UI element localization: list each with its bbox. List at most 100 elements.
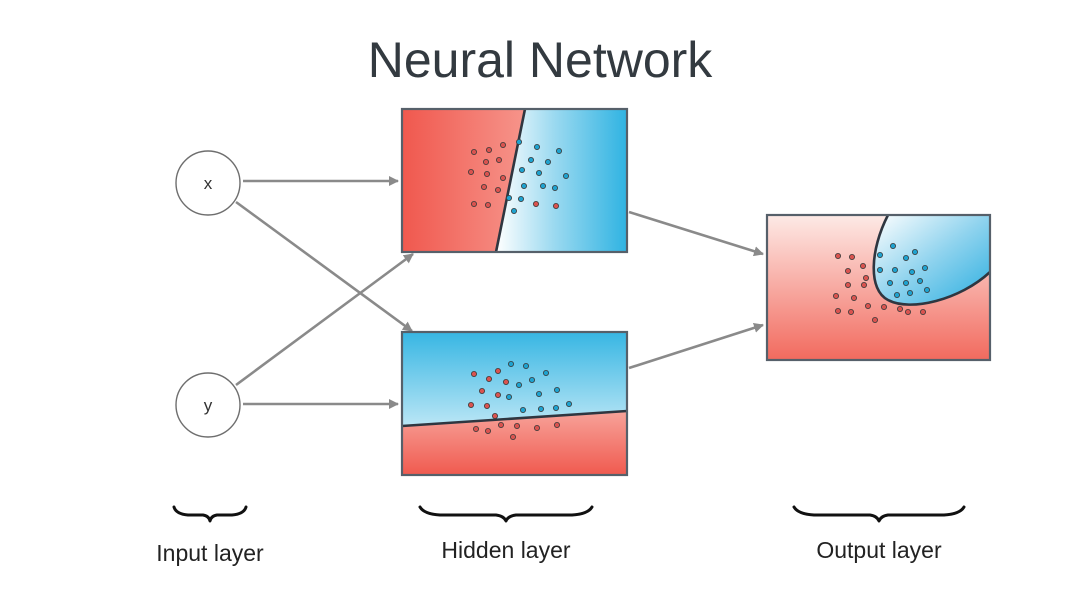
red-point [514,422,521,429]
red-point [467,168,474,175]
blue-point [903,279,910,286]
red-point [483,170,490,177]
node-circle [175,372,241,438]
red-point [495,156,502,163]
red-point [865,302,872,309]
red-point [845,267,852,274]
red-point [467,401,474,408]
red-point [905,308,912,315]
red-point [835,307,842,314]
blue-point [877,266,884,273]
output-layer-label: Output layer [816,537,942,563]
blue-point [521,182,528,189]
panel-border [400,330,629,477]
edge-x-to-hidden-bottom [235,200,413,333]
hidden-panel-top [400,107,629,254]
red-point [533,200,540,207]
red-point [470,370,477,377]
blue-point [510,207,517,214]
blue-point [519,166,526,173]
red-point [872,316,879,323]
red-point [849,253,856,260]
blue-point [887,279,894,286]
blue-point [892,266,899,273]
blue-point [505,393,512,400]
blue-point [536,390,543,397]
red-point [502,378,509,385]
hidden-panel-bottom [400,330,629,477]
red-point [470,148,477,155]
red-point [494,186,501,193]
blue-point [922,264,929,271]
red-point [485,146,492,153]
input-layer-label: Input layer [156,540,264,566]
blue-point [890,242,897,249]
red-region [402,411,627,475]
blue-region [873,215,990,305]
blue-point [909,268,916,275]
red-point [491,412,498,419]
red-point [860,262,867,269]
blue-point [543,369,550,376]
red-point [483,402,490,409]
blue-point [520,406,527,413]
blue-point [518,195,525,202]
red-point [835,252,842,259]
blue-point [553,404,560,411]
blue-point [534,143,541,150]
red-point [480,183,487,190]
panel-border [765,213,992,362]
blue-point [894,291,901,298]
red-point [534,424,541,431]
red-point [499,141,506,148]
red-point [484,427,491,434]
blue-point [540,182,547,189]
blue-point [877,251,884,258]
red-point [554,421,561,428]
blue-point [924,286,931,293]
red-point [499,174,506,181]
red-point [920,308,927,315]
data-points-bottom [467,360,573,440]
red-point [494,391,501,398]
blue-point [516,138,523,145]
red-point [845,281,852,288]
output-layer-brace [792,505,966,523]
red-point [494,367,501,374]
red-point [861,281,868,288]
blue-point [536,169,543,176]
edge-hidden-top-to-output [628,210,764,257]
red-point [553,202,560,209]
red-point [509,433,516,440]
input-node-x: x [175,150,241,216]
blue-point [523,362,530,369]
edge-hidden-bottom-to-output [628,322,764,370]
red-point [485,375,492,382]
hidden-layer-label: Hidden layer [441,537,570,563]
red-point [470,200,477,207]
node-label-y: y [204,396,213,415]
red-point [897,305,904,312]
blue-point [566,400,573,407]
red-point [851,294,858,301]
blue-point [563,172,570,179]
page-title: Neural Network [368,32,714,88]
blue-region [496,109,627,252]
blue-point [507,360,514,367]
red-point [881,303,888,310]
decision-boundary [401,409,628,428]
output-panel [765,213,992,362]
node-circle [175,150,241,216]
red-point [497,421,504,428]
blue-point [528,156,535,163]
red-point [478,387,485,394]
data-points-top [467,138,570,214]
decision-boundary [494,108,527,253]
data-points-output [833,242,931,323]
blue-point [529,376,536,383]
blue-point [505,194,512,201]
red-point [833,292,840,299]
blue-point [917,277,924,284]
blue-point [907,289,914,296]
